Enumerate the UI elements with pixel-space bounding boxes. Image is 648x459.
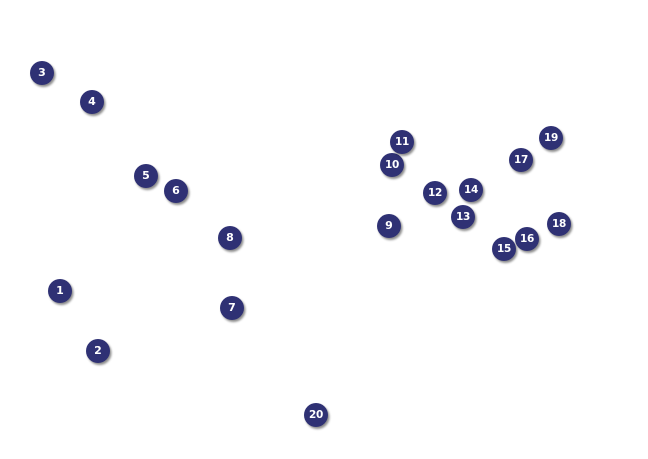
- dot-19[interactable]: 19: [539, 126, 563, 150]
- dot-3[interactable]: 3: [30, 61, 54, 85]
- dot-15[interactable]: 15: [492, 237, 516, 261]
- dot-13[interactable]: 13: [451, 205, 475, 229]
- dot-14[interactable]: 14: [459, 178, 483, 202]
- dot-4[interactable]: 4: [80, 90, 104, 114]
- dot-10[interactable]: 10: [380, 153, 404, 177]
- dot-2[interactable]: 2: [86, 339, 110, 363]
- dot-12[interactable]: 12: [423, 181, 447, 205]
- dot-6[interactable]: 6: [164, 179, 188, 203]
- dot-20[interactable]: 20: [304, 403, 328, 427]
- dot-17[interactable]: 17: [509, 148, 533, 172]
- dot-18[interactable]: 18: [547, 212, 571, 236]
- dot-16[interactable]: 16: [515, 227, 539, 251]
- dot-1[interactable]: 1: [48, 279, 72, 303]
- dot-8[interactable]: 8: [218, 226, 242, 250]
- dot-5[interactable]: 5: [134, 164, 158, 188]
- dot-11[interactable]: 11: [390, 130, 414, 154]
- dot-9[interactable]: 9: [377, 214, 401, 238]
- dot-7[interactable]: 7: [220, 296, 244, 320]
